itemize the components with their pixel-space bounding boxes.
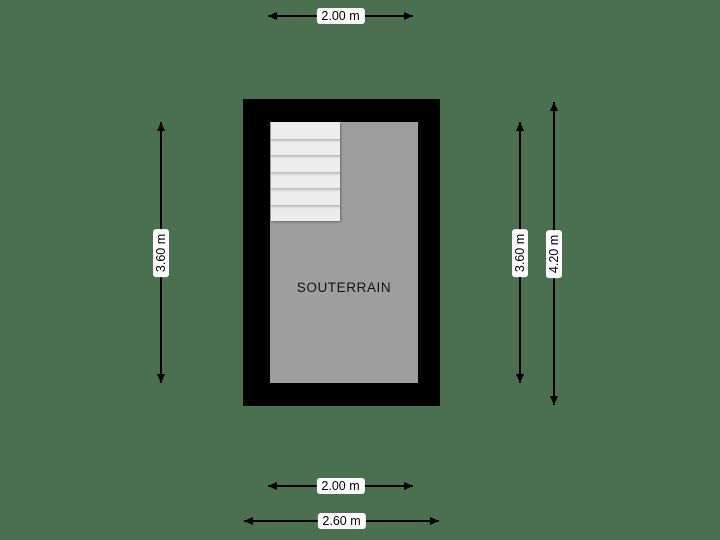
dimension-bottom-inner: 2.00 m — [268, 477, 413, 495]
dimension-right-inner: 3.60 m — [511, 122, 529, 383]
room-label-souterrain: SOUTERRAIN — [296, 280, 392, 295]
stair-tread — [271, 171, 340, 176]
arrow-up-icon — [549, 102, 558, 111]
arrow-right-icon — [430, 516, 439, 525]
arrow-down-icon — [156, 374, 165, 383]
arrow-left-icon — [244, 516, 253, 525]
dimension-label: 4.20 m — [546, 229, 562, 278]
stair-tread — [271, 155, 340, 159]
dimension-label: 2.00 m — [316, 478, 365, 494]
stair-tread — [271, 188, 340, 192]
arrow-right-icon — [404, 481, 413, 490]
arrow-down-icon — [515, 374, 524, 383]
dimension-label: 3.60 m — [512, 228, 528, 277]
staircase — [271, 122, 340, 221]
dimension-right-outer: 4.20 m — [545, 102, 563, 405]
arrow-down-icon — [549, 396, 558, 405]
dimension-label: 2.60 m — [317, 513, 366, 529]
arrow-left-icon — [268, 11, 277, 20]
arrow-right-icon — [404, 11, 413, 20]
dimension-label: 3.60 m — [153, 228, 169, 277]
arrow-up-icon — [156, 122, 165, 131]
stair-tread — [271, 204, 340, 209]
arrow-left-icon — [268, 481, 277, 490]
dimension-left: 3.60 m — [152, 122, 170, 383]
dimension-top: 2.00 m — [268, 7, 413, 25]
stair-tread — [271, 138, 340, 143]
dimension-bottom-outer: 2.60 m — [244, 512, 439, 530]
arrow-up-icon — [515, 122, 524, 131]
dimension-label: 2.00 m — [316, 8, 365, 24]
